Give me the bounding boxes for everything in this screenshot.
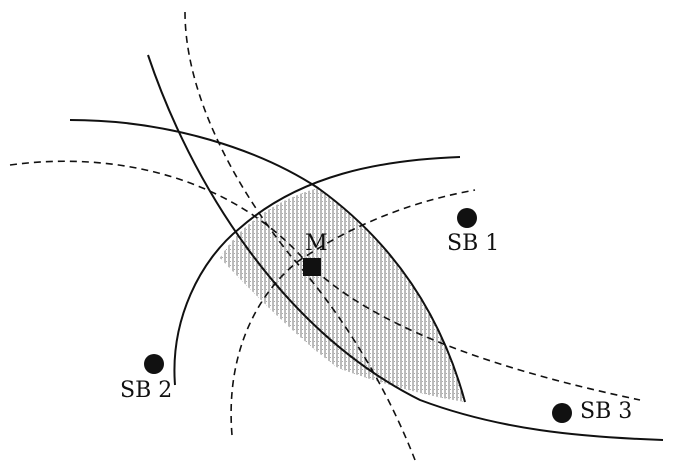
solid-arc-sb1 — [147, 54, 664, 441]
dashed-arc-3 — [230, 189, 476, 436]
base-station-sb1-label: SB 1 — [447, 231, 499, 256]
mobile-marker — [303, 258, 321, 276]
intersection-region — [220, 188, 465, 402]
dashed-arc-1 — [184, 11, 416, 461]
base-station-sb2-dot — [144, 354, 164, 374]
base-station-sb1-dot — [457, 208, 477, 228]
solid-arc-sb2 — [69, 119, 466, 403]
base-station-sb3-label: SB 3 — [580, 399, 632, 424]
base-station-sb3-dot — [552, 403, 572, 423]
mobile-label: M — [305, 231, 328, 256]
dashed-arc-2 — [9, 160, 641, 401]
solid-arc-sb3 — [173, 156, 461, 386]
base-station-sb2-label: SB 2 — [120, 378, 172, 403]
